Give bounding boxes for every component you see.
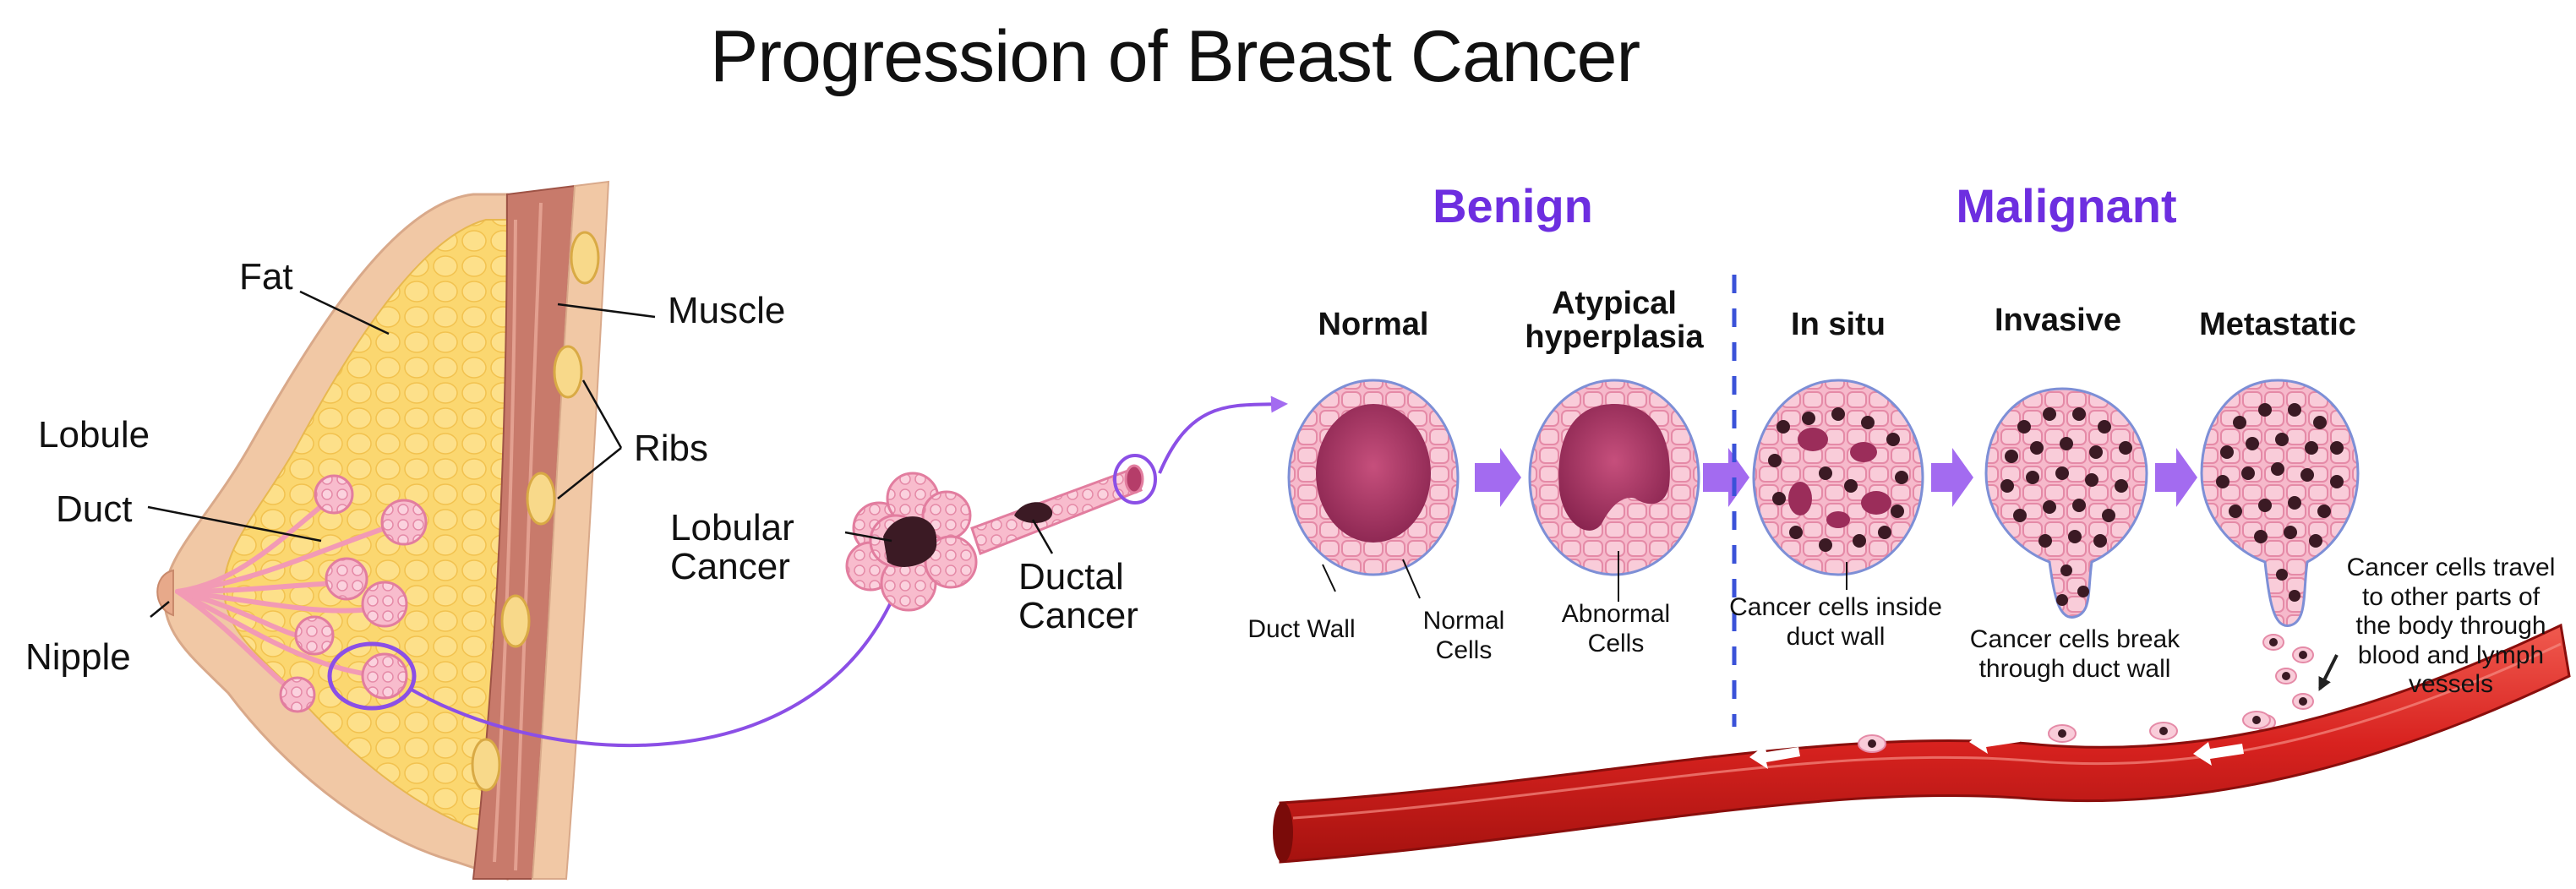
cell-normal (1287, 379, 1460, 576)
lobules (279, 474, 428, 713)
label-lobule: Lobule (38, 414, 150, 455)
cell-invasive (1984, 387, 2148, 619)
cell-metastatic (2200, 379, 2360, 744)
highlight-ring (327, 641, 417, 711)
label-muscle: Muscle (668, 290, 786, 331)
duct-illustration (844, 454, 1157, 612)
stage-label-insitu: In situ (1791, 307, 1886, 342)
stage-label-metastatic: Metastatic (2199, 307, 2356, 342)
caption-invasive: Cancer cells break through duct wall (1969, 625, 2180, 683)
category-malignant: Malignant (1956, 179, 2177, 232)
caption-insitu: Cancer cells inside duct wall (1729, 593, 1942, 651)
stage-arrows (1475, 448, 2197, 507)
caption-abnormal-cells: Abnormal Cells (1561, 600, 1671, 657)
cell-atypical (1528, 379, 1700, 576)
category-benign: Benign (1433, 179, 1593, 232)
caption-normal-cells: Normal Cells (1422, 607, 1505, 664)
label-duct: Duct (56, 488, 133, 530)
page-title: Progression of Breast Cancer (710, 16, 1640, 97)
label-ribs: Ribs (634, 428, 709, 469)
stage-label-normal: Normal (1318, 307, 1429, 342)
ductal-tumor (1014, 502, 1053, 524)
ribs (471, 231, 600, 792)
cell-insitu (1752, 379, 1924, 576)
stage-label-invasive: Invasive (1995, 303, 2121, 338)
caption-duct-wall: Duct Wall (1247, 615, 1356, 643)
label-ductal-cancer: Ductal Cancer (1018, 556, 1138, 637)
blood-vessel (1273, 623, 2571, 864)
label-fat: Fat (239, 256, 293, 297)
label-nipple: Nipple (25, 636, 131, 678)
label-lobular-cancer: Lobular Cancer (670, 507, 794, 588)
caption-metastatic: Cancer cells travel to other parts of th… (2346, 554, 2556, 698)
lobular-tumor (883, 516, 937, 567)
nipple (156, 569, 174, 617)
stage-label-atypical: Atypical hyperplasia (1525, 286, 1704, 355)
stage-cells (1287, 275, 2360, 744)
breast-anatomy (147, 180, 656, 881)
ducts (175, 500, 400, 695)
